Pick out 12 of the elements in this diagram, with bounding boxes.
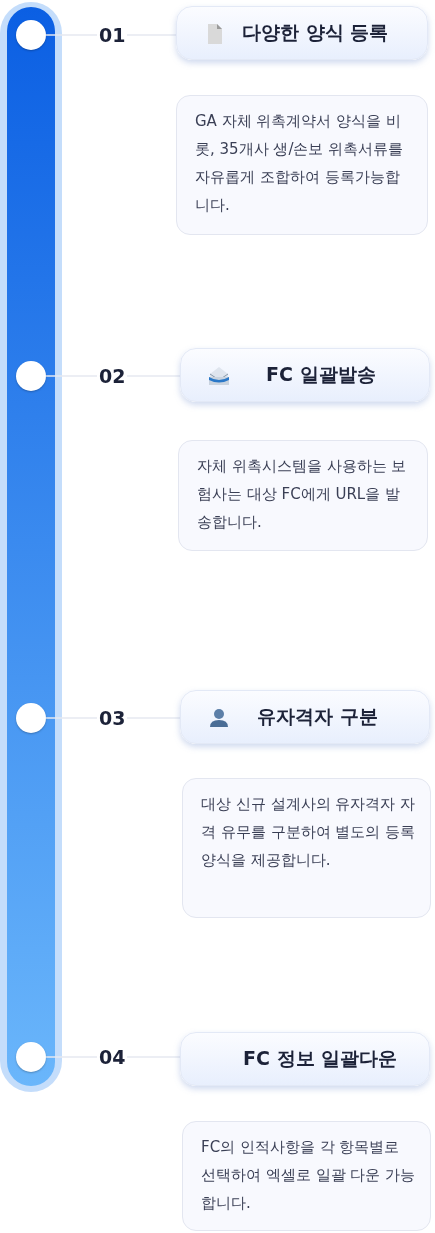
description-card: GA 자체 위촉계약서 양식을 비롯, 35개사 생/손보 위촉서류를 자유롭게 조합하여 등록가능합니다. (176, 95, 428, 235)
title-text: 유자격자 구분 (257, 704, 378, 729)
title-text: 다양한 양식 등록 (242, 20, 389, 45)
title-text: FC 정보 일괄다운 (243, 1046, 398, 1071)
title-pill (180, 348, 430, 402)
title-pill (180, 1032, 430, 1086)
description-card: 자체 위촉시스템을 사용하는 보험사는 대상 FC에게 URL을 발송합니다. (178, 440, 428, 551)
title-pill (180, 690, 430, 744)
description-card: FC의 인적사항을 각 항목별로 선택하여 엑셀로 일괄 다운 가능합니다. (182, 1121, 431, 1231)
title-pill (176, 6, 428, 60)
description-card: 대상 신규 설계사의 유자격자 자격 유무를 구분하여 별도의 등록양식을 제공합니다. (182, 778, 431, 918)
title-text: FC 일괄발송 (266, 362, 376, 387)
